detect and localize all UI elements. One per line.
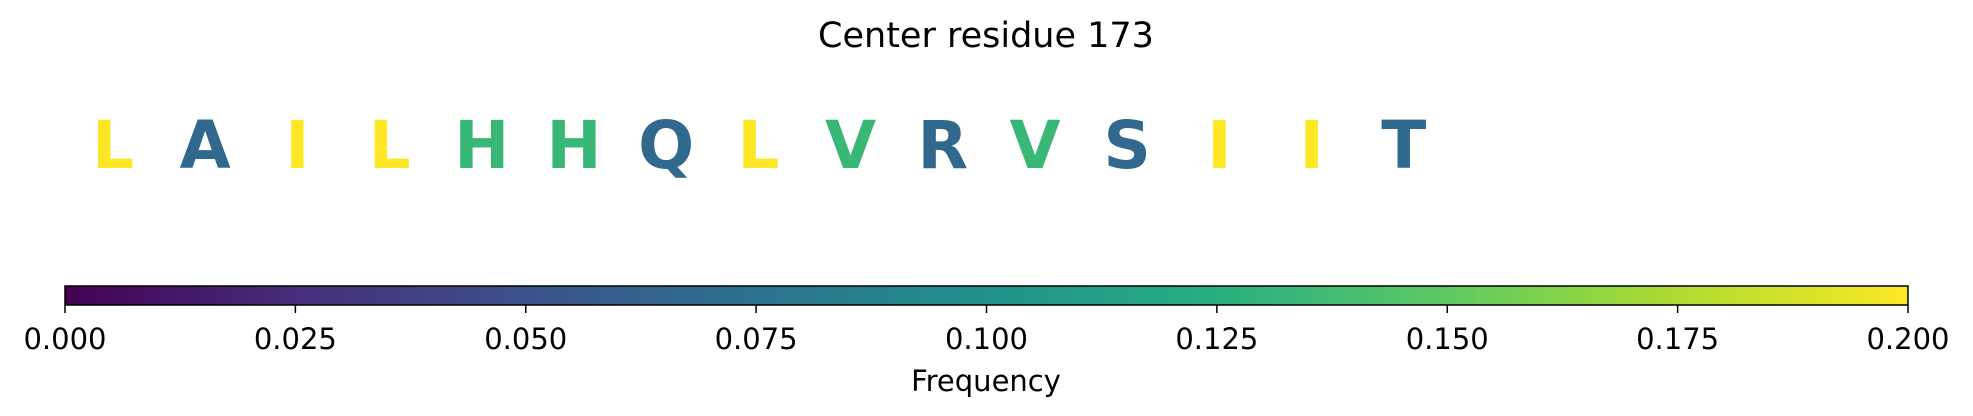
colorbar-tick-label: 0.075 [715, 322, 798, 356]
colorbar-tick-label: 0.125 [1175, 322, 1258, 356]
residue-letter: H [454, 107, 509, 184]
residue-letter: L [92, 107, 134, 184]
residue-letter: L [369, 107, 411, 184]
colorbar-tick-label: 0.175 [1636, 322, 1719, 356]
colorbar-tick-label: 0.050 [484, 322, 567, 356]
residue-letter: V [1009, 107, 1060, 184]
colorbar-tick-label: 0.025 [254, 322, 337, 356]
residue-letter: H [546, 107, 601, 184]
residue-letter: I [1207, 107, 1232, 184]
colorbar-tick-label: 0.100 [945, 322, 1028, 356]
colorbar-tick-label: 0.200 [1866, 322, 1949, 356]
colorbar: 0.000 0.025 0.050 0.075 0.100 0.125 0.150 0.175… [23, 285, 1950, 398]
colorbar-ticks: 0.000 0.025 0.050 0.075 0.100 0.125 0.150 0.175… [23, 305, 1950, 356]
chart-title: Center residue 173 [818, 16, 1154, 56]
residue-letter: I [285, 107, 310, 184]
residue-letter: Q [638, 107, 694, 184]
residue-letter: S [1103, 107, 1151, 184]
residue-letter: I [1299, 107, 1324, 184]
residue-letter: V [825, 107, 876, 184]
colorbar-gradient [64, 285, 1909, 306]
colorbar-label: Frequency [911, 364, 1061, 398]
residue-letter: T [1381, 107, 1426, 184]
residue-letter: A [180, 107, 231, 184]
residue-letter: L [737, 107, 779, 184]
colorbar-tick-label: 0.150 [1406, 322, 1489, 356]
colorbar-tick-label: 0.000 [23, 322, 106, 356]
residue-letter: R [917, 107, 968, 184]
